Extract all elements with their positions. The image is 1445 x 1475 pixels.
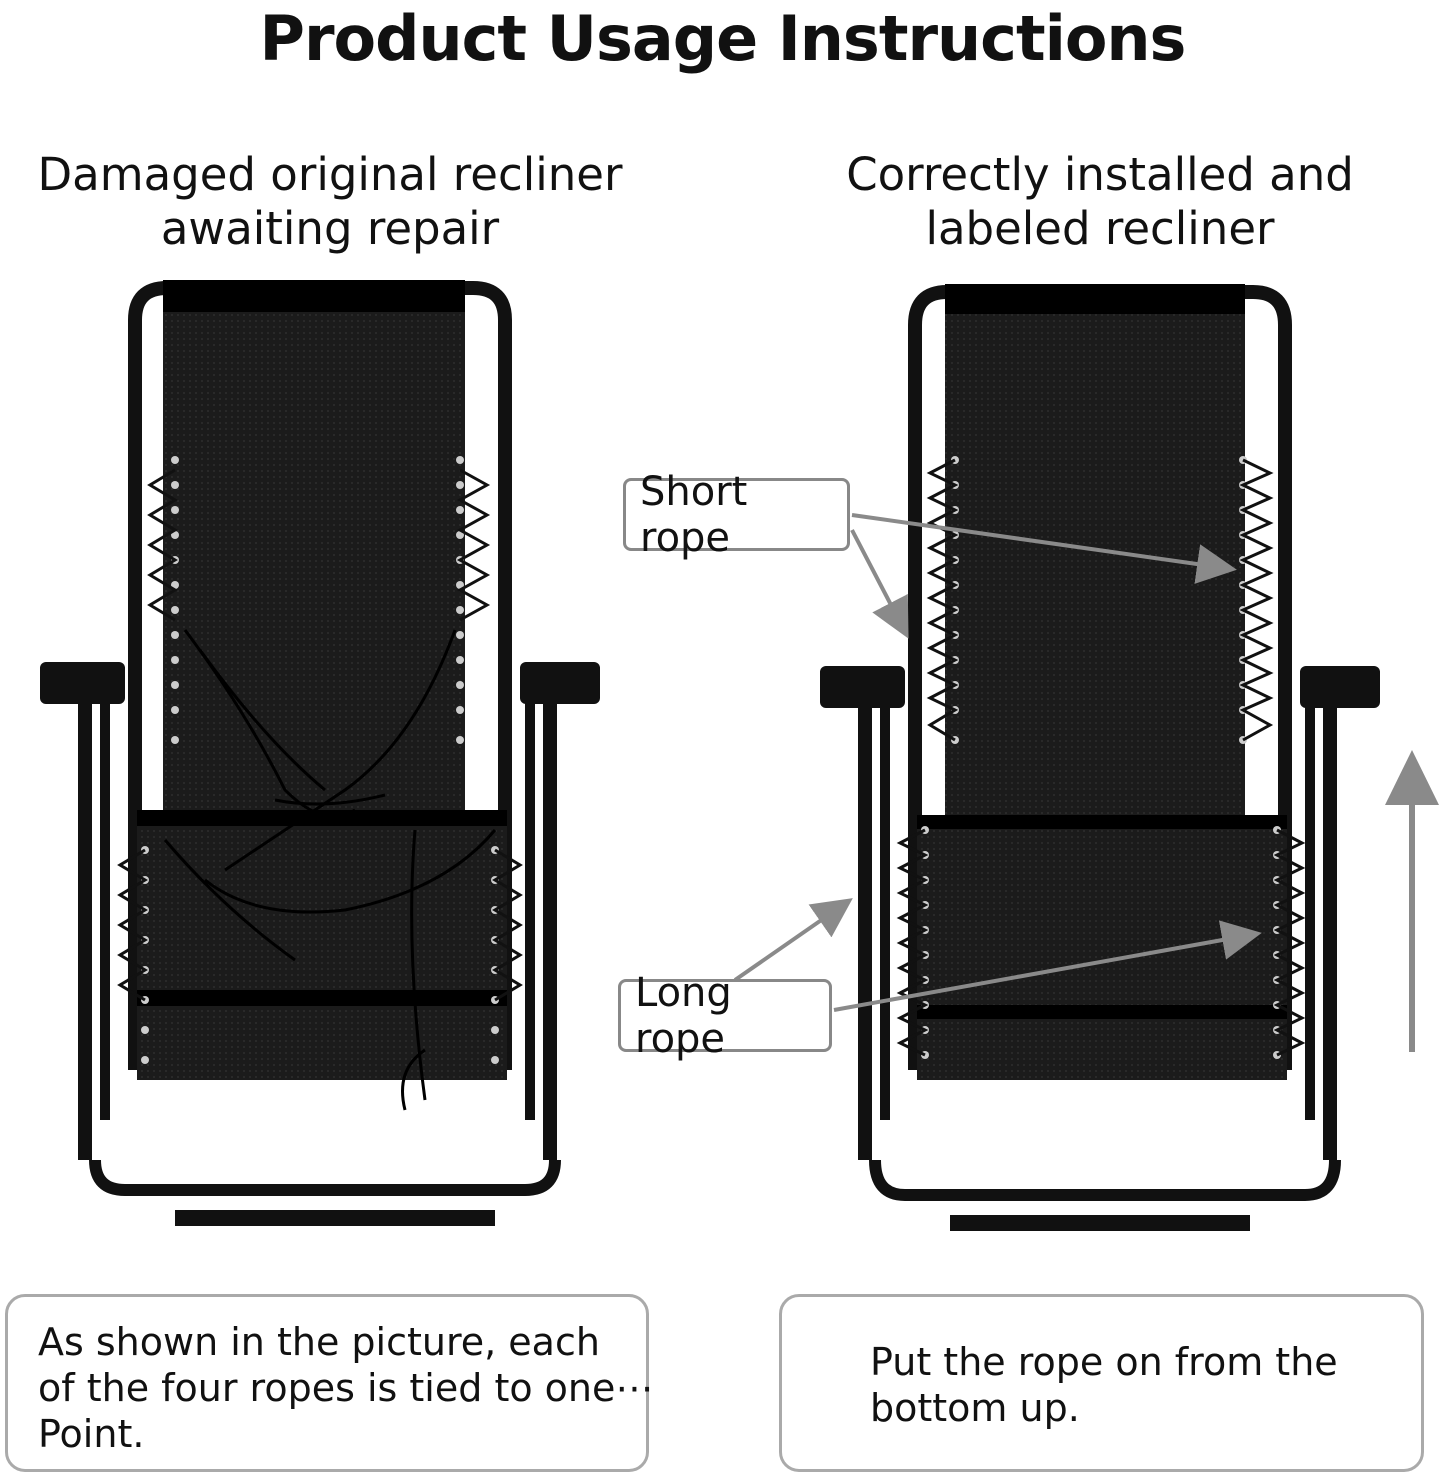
left-note-line1: As shown in the picture, each <box>38 1320 600 1364</box>
long-rope-label: Long rope <box>618 970 832 1062</box>
left-note-line2: of the four ropes is tied to one⋯ <box>38 1366 654 1410</box>
left-note-line3: Point. <box>38 1412 145 1456</box>
left-note: As shown in the picture, each of the fou… <box>5 1294 654 1472</box>
left-heading: Damaged original recliner awaiting repai… <box>20 148 640 256</box>
damaged-recliner-image <box>40 280 600 1226</box>
arrow-icon <box>733 513 1262 1012</box>
right-heading-line1: Correctly installed and <box>846 148 1354 201</box>
left-heading-line2: awaiting repair <box>160 202 500 255</box>
page-title: Product Usage Instructions <box>259 2 1187 75</box>
right-heading: Correctly installed and labeled recliner <box>800 148 1400 256</box>
right-heading-line2: labeled recliner <box>925 202 1275 255</box>
right-note: Put the rope on from the bottom up. <box>779 1294 1424 1472</box>
right-note-line2: bottom up. <box>870 1386 1080 1430</box>
short-rope-label: Short rope <box>623 469 850 561</box>
left-heading-line1: Damaged original recliner <box>37 148 623 201</box>
installed-recliner-image <box>820 284 1380 1231</box>
right-note-line1: Put the rope on from the <box>870 1340 1338 1384</box>
up-arrow-icon <box>1385 750 1439 1052</box>
